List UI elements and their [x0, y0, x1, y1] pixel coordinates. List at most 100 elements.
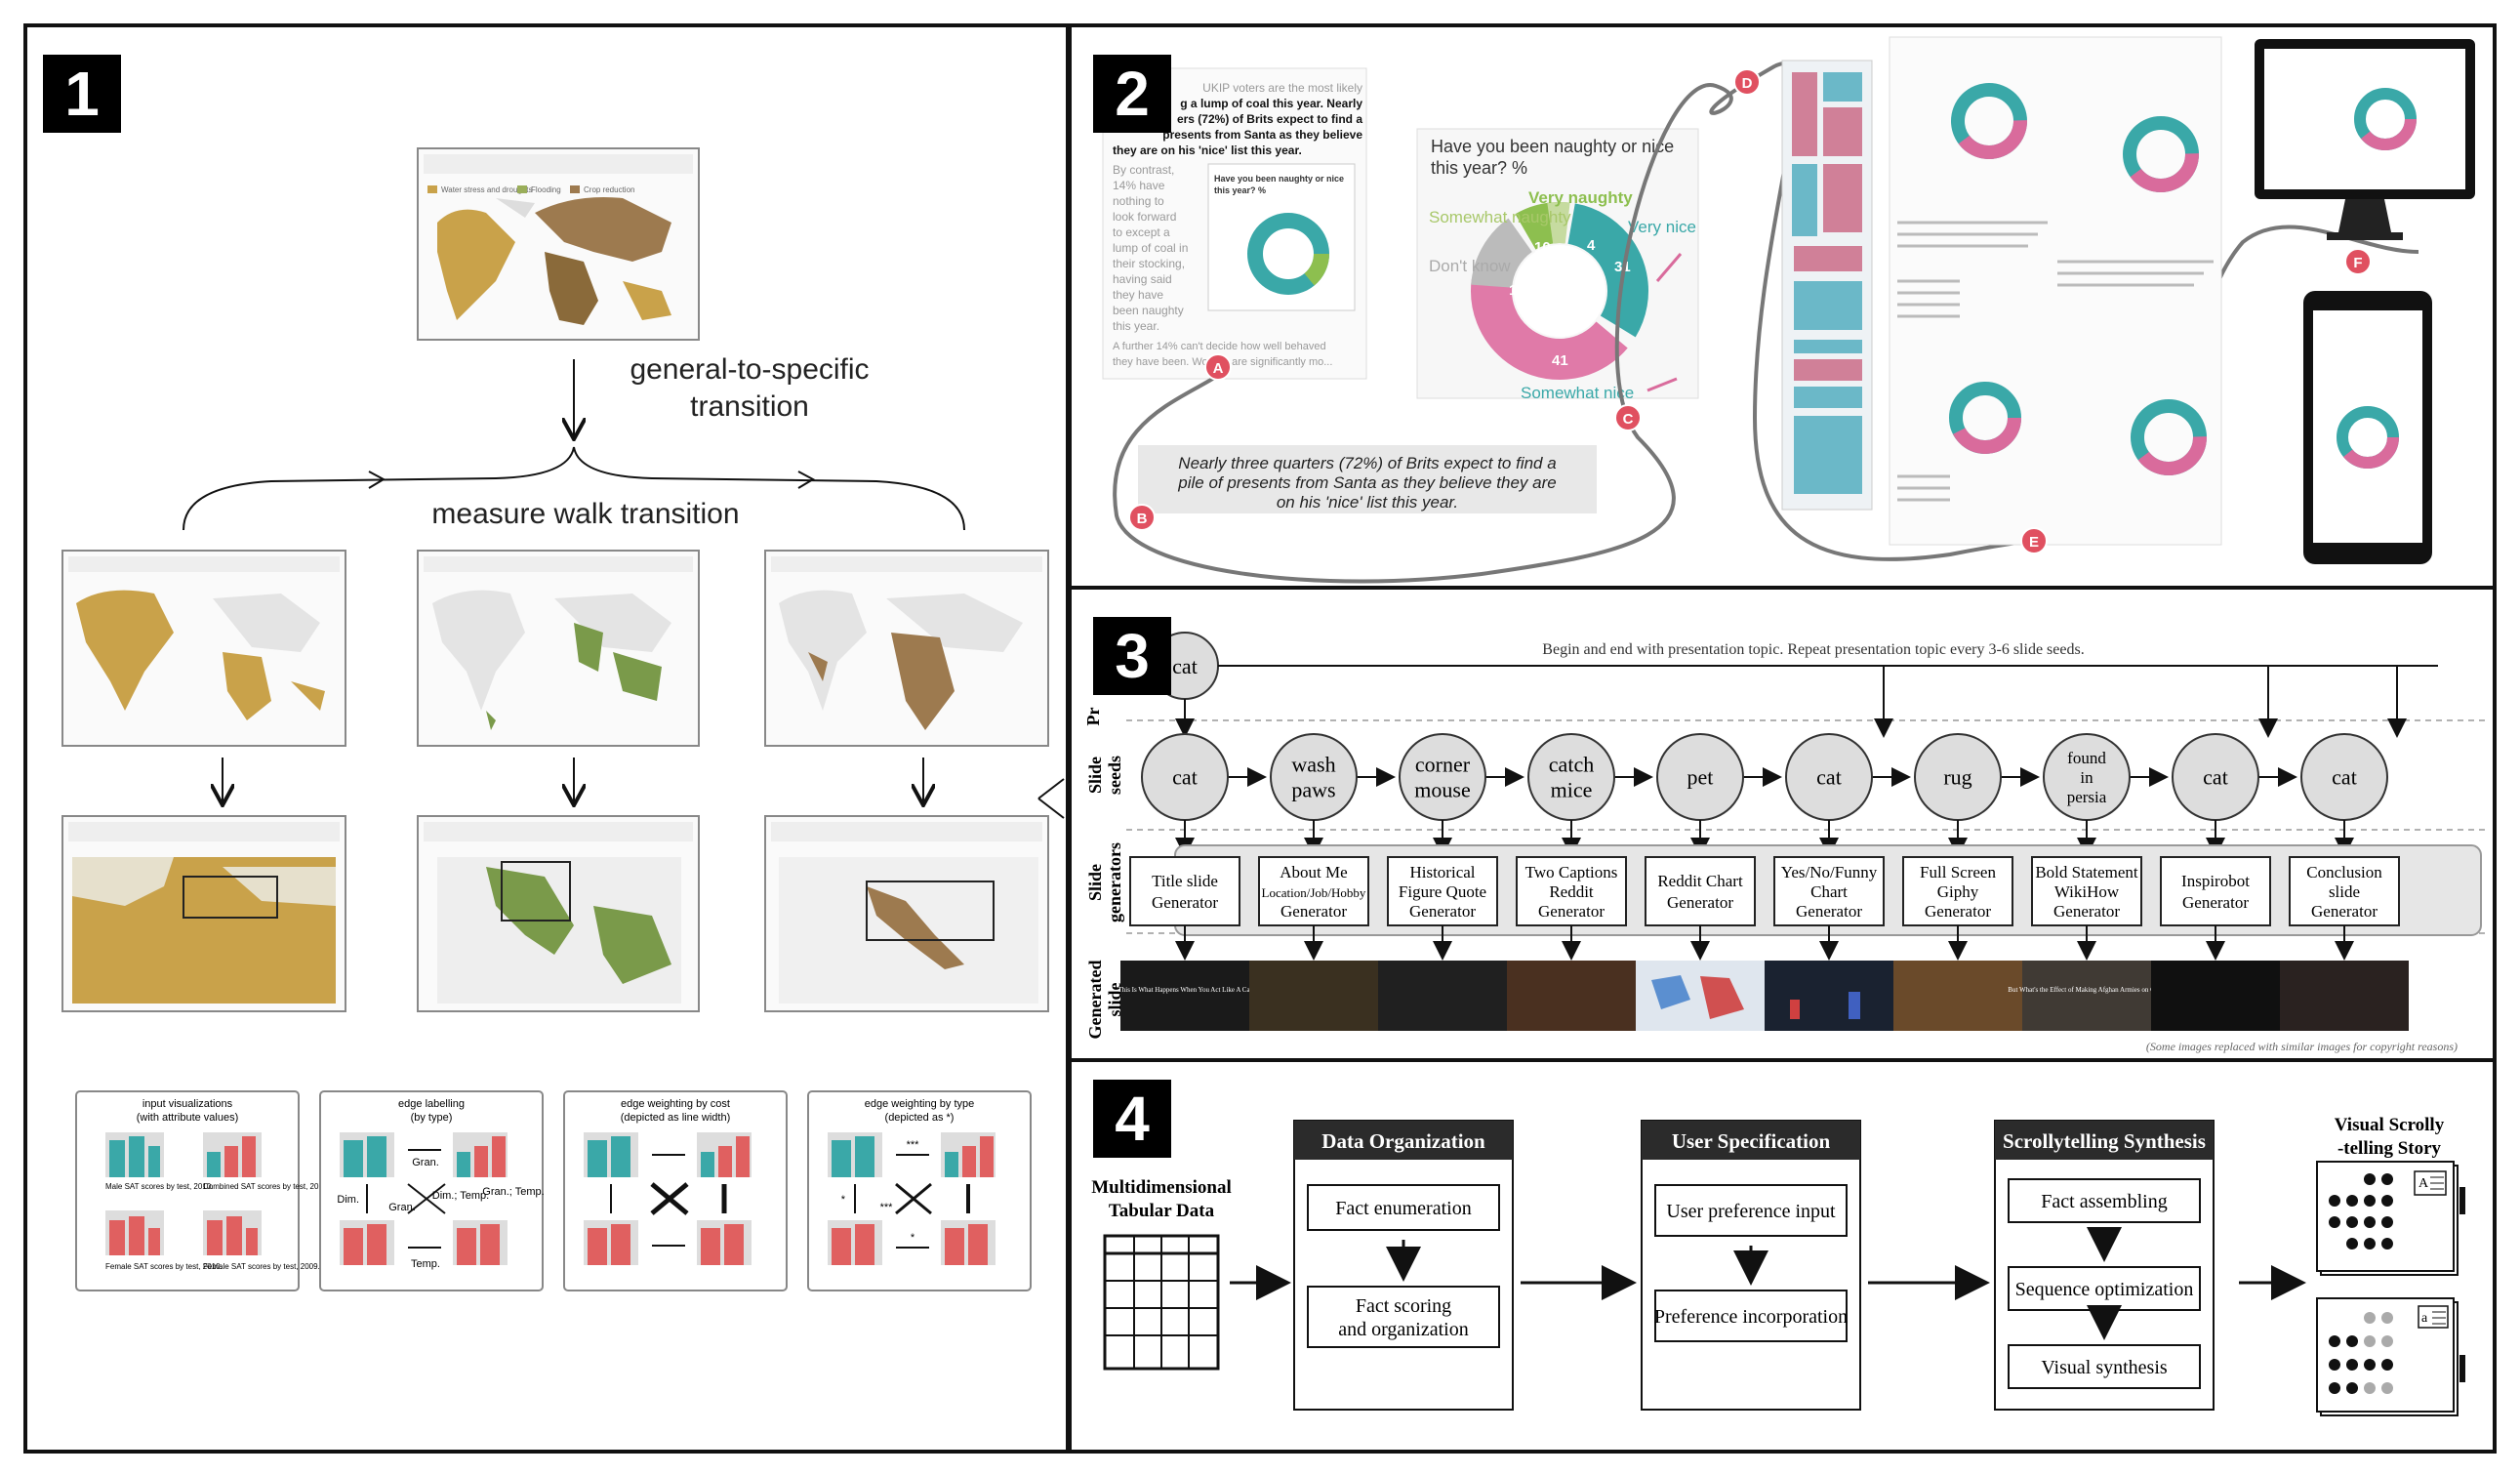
story-dot [2346, 1335, 2358, 1347]
card-subtitle-4: (depicted as *) [885, 1112, 955, 1124]
article-bold-4: presents from Santa as they believe [1162, 128, 1362, 142]
generated-slide [1893, 961, 2022, 1031]
edge-label-2: Dim. [337, 1194, 359, 1206]
panel-3-number: 3 [1093, 617, 1171, 695]
value-somewhat-nice: 41 [1552, 352, 1568, 369]
label-transition: transition [690, 390, 809, 423]
story-dot [2346, 1216, 2358, 1228]
generator-label: Generator [1796, 902, 1862, 921]
panel-1-diagram: Water stress and droughts Flooding Crop … [61, 147, 1065, 1291]
small-label-1: Male SAT scores by test, 2010. [105, 1182, 213, 1191]
story-dot [2364, 1173, 2376, 1185]
card-title-1: input visualizations [142, 1098, 233, 1110]
seed-node: cat [2300, 733, 2388, 821]
generator-label: Conclusion [2306, 863, 2382, 881]
top-map-card: Water stress and droughts Flooding Crop … [417, 147, 700, 341]
story-letter-a: a [2421, 1311, 2428, 1326]
pipeline-step-label: Fact scoring [1356, 1295, 1451, 1317]
caption-line-3: on his 'nice' list this year. [1277, 493, 1458, 512]
donut-question-1: Have you been naughty or nice [1431, 137, 1674, 156]
map-card-3 [764, 550, 1049, 747]
card-edge-weighting-type: edge weighting by type (depicted as *) *… [807, 1090, 1032, 1291]
marker-a: A [1204, 353, 1232, 381]
story-dot [2364, 1195, 2376, 1207]
generator-label: Bold Statement [2035, 863, 2138, 881]
output-label-1: Visual Scrolly [2335, 1115, 2445, 1135]
pipeline-step-label: and organization [1338, 1319, 1468, 1340]
svg-text:seeds: seeds [1105, 756, 1124, 795]
panel-3-diagram: Pr Slide seeds Slide generators Generate… [1083, 632, 2485, 1053]
value-somewhat-naughty: 10 [1534, 239, 1551, 256]
svg-text:slide: slide [1105, 982, 1124, 1016]
svg-text:B: B [1137, 511, 1148, 527]
panel-1: 1 Water stress and droughts Flooding Cro… [23, 23, 1070, 1454]
pipeline-step-label: Preference incorporation [1654, 1306, 1848, 1328]
value-very-naughty: 4 [1587, 237, 1596, 254]
seed-label: cat [2332, 765, 2357, 790]
label-somewhat-naughty: Somewhat naughty [1429, 208, 1571, 226]
article-line-12: A further 14% can't decide how well beha… [1113, 341, 1326, 352]
article-line-7: their stocking, [1113, 257, 1185, 270]
card-edge-weighting-cost: edge weighting by cost (depicted as line… [563, 1090, 788, 1291]
top-note: Begin and end with presentation topic. R… [1542, 641, 2084, 658]
generated-slide [1636, 961, 1765, 1031]
generator-label: Generator [2053, 902, 2120, 921]
caption-line-1: Nearly three quarters (72%) of Brits exp… [1178, 454, 1556, 472]
story-dot [2381, 1216, 2393, 1228]
pipeline-block-title: Data Organization [1321, 1129, 1485, 1153]
mini-question-1: Have you been naughty or nice [1214, 174, 1344, 184]
svg-text:A: A [1213, 360, 1224, 377]
seed-label: cat [2203, 765, 2228, 790]
pipeline-step: Fact enumeration [1307, 1184, 1500, 1231]
output-label-2: -telling Story [2337, 1138, 2442, 1159]
pipeline-step: Fact assembling [2008, 1178, 2201, 1223]
seed-label: cat [1172, 765, 1198, 790]
pipeline-step-label: Sequence optimization [2015, 1279, 2194, 1300]
seed-node: rug [1914, 733, 2002, 821]
generated-slide [1249, 961, 1378, 1031]
panel-3: Pr Slide seeds Slide generators Generate… [1068, 586, 2497, 1064]
story-dot [2381, 1173, 2393, 1185]
story-dot [2381, 1195, 2393, 1207]
card-title-4: edge weighting by type [865, 1098, 975, 1110]
story-dot [2381, 1359, 2393, 1371]
story-dot [2329, 1359, 2340, 1371]
row-label-generated: Generated slide [1085, 961, 1124, 1040]
article-bold-1: UKIP voters are the most likely [1202, 81, 1362, 95]
label-very-naughty: Very naughty [1528, 188, 1633, 207]
story-dot [2364, 1382, 2376, 1394]
panel-1-number: 1 [43, 55, 121, 133]
caption-box: Nearly three quarters (72%) of Brits exp… [1138, 445, 1597, 513]
generator-label: Giphy [1937, 882, 1979, 901]
desktop-monitor [2255, 39, 2475, 240]
map-card-1 [61, 550, 346, 747]
story-dot [2381, 1312, 2393, 1324]
card-edge-labelling: edge labelling (by type) Gran. Dim. Gran… [319, 1090, 545, 1291]
article-line-5: to except a [1113, 225, 1170, 239]
story-dot [2329, 1382, 2340, 1394]
zoom-map-3 [764, 815, 1049, 1012]
story-output-1: A [2316, 1161, 2465, 1276]
table-icon [1103, 1234, 1220, 1371]
story-dot [2329, 1195, 2340, 1207]
card-subtitle-3: (depicted as line width) [621, 1112, 731, 1124]
slide-text: But What's the Effect of Making Afghan A… [2008, 986, 2165, 994]
pipeline-step-label: Fact enumeration [1335, 1198, 1471, 1219]
generator-label: Full Screen [1920, 863, 1996, 881]
story-dot [2364, 1312, 2376, 1324]
label-measure-walk: measure walk transition [431, 498, 739, 530]
seed-label: cat [1816, 765, 1842, 790]
seed-label: in [2080, 768, 2093, 787]
story-dot [2364, 1216, 2376, 1228]
article-line-10: been naughty [1113, 304, 1184, 317]
marker-f: F [2344, 248, 2372, 275]
article-line-11: this year. [1113, 319, 1159, 333]
star-label-2: * [841, 1194, 846, 1206]
